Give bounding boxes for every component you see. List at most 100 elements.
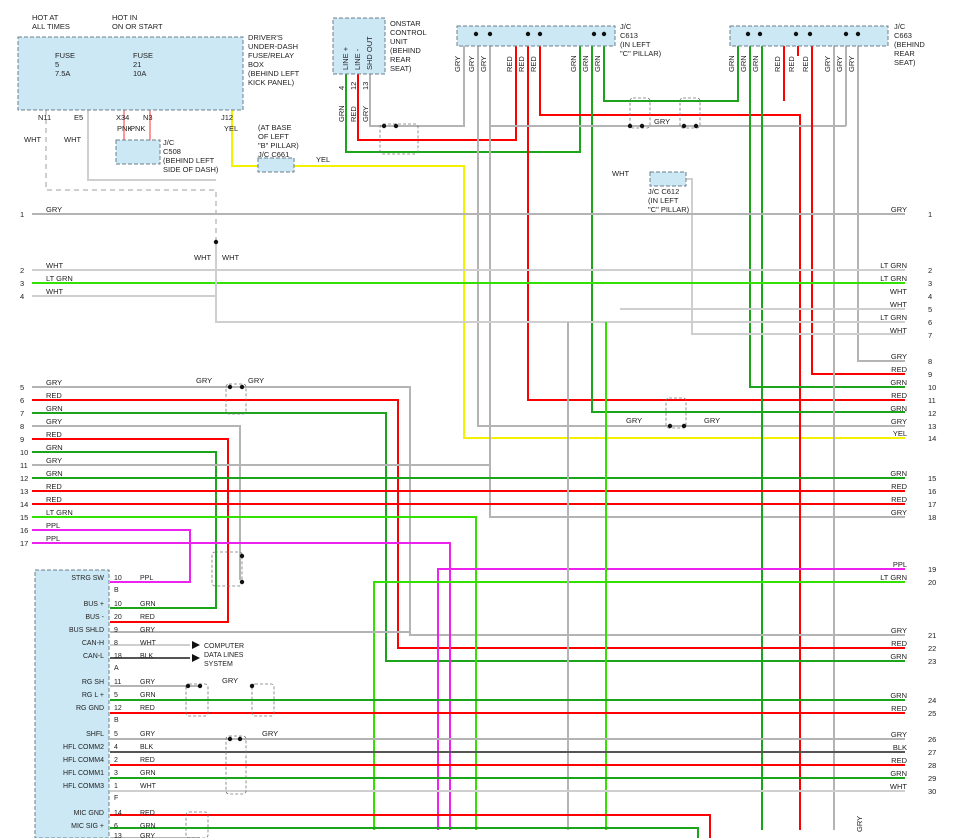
splice-dot	[239, 553, 245, 559]
splice-dot	[807, 31, 813, 37]
left-wire-color: PPL	[46, 521, 60, 530]
left-wire-number: 12	[20, 474, 28, 483]
left-wire-number: 8	[20, 422, 24, 431]
right-wire-number: 28	[928, 761, 936, 770]
c663-wire-label: RED	[773, 56, 782, 72]
splice-dot	[393, 123, 399, 129]
right-wire-number: 1	[928, 210, 932, 219]
right-wire-number: 26	[928, 735, 936, 744]
radio-pin-label: MIC GND	[74, 810, 104, 817]
radio-pin-number: 2	[114, 757, 118, 764]
radio-wire-color: BLK	[140, 744, 154, 751]
radio-wire-color: WHT	[140, 640, 157, 647]
c663-wire-label: RED	[801, 56, 810, 72]
onstar-line-minus	[357, 46, 517, 141]
radio-pin-label: RG L +	[82, 692, 104, 699]
right-wire-color: RED	[891, 391, 907, 400]
fuse-pin-N3: N3	[143, 113, 153, 122]
wire	[437, 568, 905, 830]
pin-x34-color: PNK	[117, 124, 132, 133]
mid-gry-left: GRY	[626, 416, 642, 425]
radio-pin-label: CAN-L	[83, 653, 104, 660]
left-wire-color: WHT	[46, 261, 63, 270]
right-wire-color: GRY	[891, 205, 907, 214]
yel-wire	[231, 110, 905, 439]
right-wire-number: 20	[928, 578, 936, 587]
onstar-pin-number: 13	[361, 82, 370, 90]
radio-wire-color: RED	[140, 810, 155, 817]
right-wire-number: 14	[928, 434, 936, 443]
wire	[32, 451, 217, 609]
radio-wire-color: GRN	[140, 823, 156, 830]
radio-wire-color: GRN	[140, 770, 156, 777]
left-wire-color: RED	[46, 391, 62, 400]
left-wire-number: 6	[20, 396, 24, 405]
wire	[373, 581, 905, 830]
radio-pin-number: A	[114, 665, 119, 672]
right-wire-color: WHT	[890, 782, 907, 791]
onstar-pin-label: LINE -	[353, 48, 362, 70]
radio-wire-color: RED	[140, 614, 155, 621]
right-wire-number: 29	[928, 774, 936, 783]
mid-gry-right: GRY	[704, 416, 720, 425]
left-wire-color: GRY	[46, 417, 62, 426]
left-wire-number: 2	[20, 266, 24, 275]
radio-pin-number: 10	[114, 601, 122, 608]
left-wire-number: 16	[20, 526, 28, 535]
splice-dot	[601, 31, 607, 37]
splice-dot	[185, 683, 191, 689]
left-wire-number: 3	[20, 279, 24, 288]
radio-pin-label: HFL COMM1	[63, 770, 104, 777]
rg-shield-gry: GRY	[222, 676, 238, 685]
right-wire-number: 9	[928, 370, 932, 379]
splice-dot	[639, 123, 645, 129]
splice-dot	[843, 31, 849, 37]
wire	[32, 529, 191, 583]
c663-wire-label: RED	[787, 56, 796, 72]
splice-dot	[591, 31, 597, 37]
radio-pin-label: CAN-H	[82, 640, 104, 647]
wire	[603, 46, 739, 102]
left-wire-color: LT GRN	[46, 508, 73, 517]
shield-oval	[211, 551, 243, 587]
right-wire-number: 7	[928, 331, 932, 340]
radio-pin-label: HFL COMM3	[63, 783, 104, 790]
radio-pin-number: 18	[114, 653, 122, 660]
radio-pin-number: 20	[114, 614, 122, 621]
c613-wire-label: GRY	[479, 56, 488, 72]
right-wire-color: GRY	[891, 508, 907, 517]
right-wire-number: 18	[928, 513, 936, 522]
wire	[857, 56, 905, 362]
c661-yel-label: YEL	[316, 155, 330, 164]
arrow-icon	[192, 654, 200, 662]
radio-pin-label: STRG SW	[71, 575, 104, 582]
right-wire-color: RED	[891, 639, 907, 648]
splice-dot	[487, 31, 493, 37]
c663-wire-label: GRN	[739, 55, 748, 72]
splice-dot	[237, 736, 243, 742]
splice-wht-left: WHT	[194, 253, 211, 262]
right-wire-number: 3	[928, 279, 932, 288]
left-wire-color: GRY	[46, 205, 62, 214]
radio-wire-color: WHT	[140, 783, 157, 790]
shield-oval	[665, 397, 687, 429]
radio-pin-number: 5	[114, 731, 118, 738]
left-wire-number: 13	[20, 487, 28, 496]
right-wire-number: 27	[928, 748, 936, 757]
shield-oval	[225, 735, 247, 795]
wire	[591, 56, 905, 413]
right-wire-color: LT GRN	[880, 573, 907, 582]
wire	[32, 438, 229, 623]
right-wire-color: YEL	[893, 429, 907, 438]
radio-wire-color: RED	[140, 757, 155, 764]
wire	[32, 399, 905, 649]
right-wire-color: GRN	[890, 652, 907, 661]
wire	[32, 295, 905, 323]
right-wire-color: GRN	[890, 469, 907, 478]
left-wire-number: 14	[20, 500, 28, 509]
